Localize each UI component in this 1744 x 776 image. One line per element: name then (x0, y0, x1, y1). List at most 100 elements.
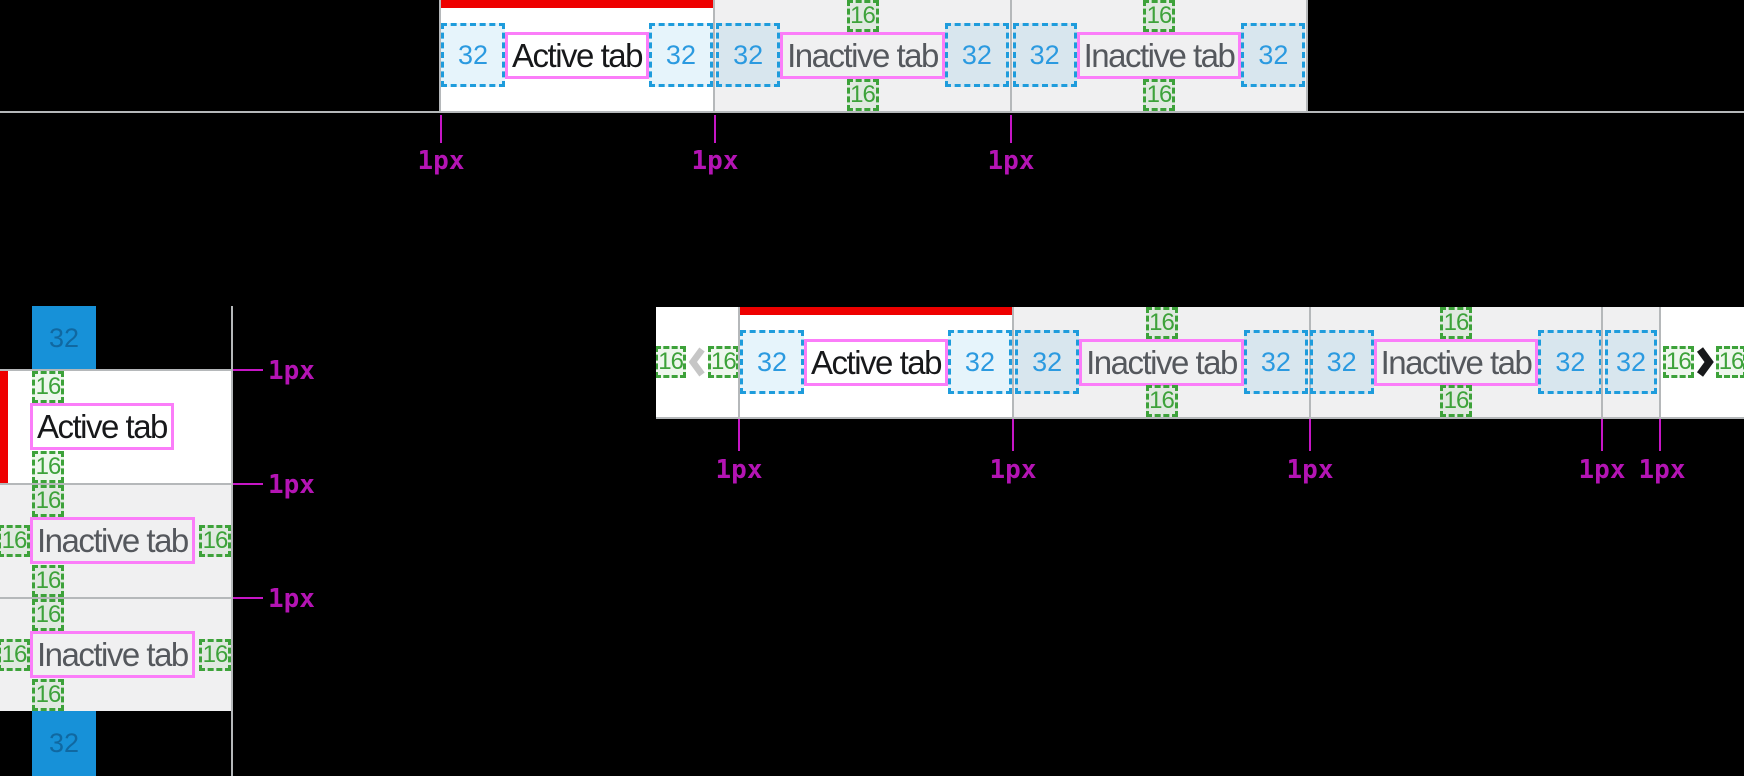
spacing-box-16: 16 (1715, 346, 1744, 378)
spacing-box-16: 16 (32, 451, 64, 483)
tab-content-row: 32 Active tab 32 (740, 330, 1012, 394)
tab-divider (0, 483, 231, 485)
ruler-label-1px: 1px (715, 455, 763, 485)
partial-tab-stub[interactable]: 32 (1603, 307, 1659, 417)
spacing-box-16: 16 (1145, 385, 1178, 417)
spacing-box-32: 32 (1605, 330, 1657, 394)
tab-divider (1012, 307, 1014, 417)
label-bounding-box: Inactive tab (780, 31, 945, 79)
tab-divider (713, 0, 715, 111)
spacing-box-16: 16 (0, 639, 30, 671)
ruler-tick (714, 115, 716, 143)
ruler-label-1px: 1px (1638, 455, 1686, 485)
ruler-tick (1309, 419, 1311, 451)
ruler-tick (233, 597, 263, 599)
spacing-box-16: 16 (846, 79, 879, 111)
scroll-left-button[interactable]: 16 16 (656, 307, 739, 417)
spacing-box-16: 16 (32, 565, 64, 597)
ruler-label-1px: 1px (268, 470, 315, 500)
ruler-tick (233, 483, 263, 485)
tab-inactive-1[interactable]: 16 32 Inactive tab 32 16 (1014, 307, 1309, 417)
spacing-box-32: 32 (648, 23, 713, 87)
spacing-box-16: 16 (656, 346, 686, 378)
ruler-tick (1659, 419, 1661, 451)
chevron-right-icon (1696, 347, 1714, 377)
spacing-box-32: 32 (441, 23, 506, 87)
label-bounding-box: Active tab (30, 403, 174, 450)
list-edge-line (231, 306, 233, 776)
label-bounding-box: Inactive tab (1373, 338, 1539, 386)
vertical-tab-list: 16 Active tab 16 16 16 Inactive tab 16 1… (0, 371, 231, 776)
tab-content-row: 32 Inactive tab 32 (1014, 330, 1309, 394)
spacing-box-32: 32 (740, 330, 805, 394)
spacing-box-16: 16 (32, 679, 64, 711)
tab-active[interactable]: 32 Active tab 32 (740, 307, 1012, 417)
ruler-label-1px: 1px (268, 356, 315, 386)
active-indicator-bar (740, 307, 1012, 315)
bar-bottom-border (656, 417, 1744, 419)
tab-content-row: 32 Inactive tab 32 (1309, 330, 1603, 394)
spacing-box-32: 32 (944, 23, 1009, 87)
spacing-box-16: 16 (32, 371, 64, 403)
tab-inactive-1[interactable]: 16 32 Inactive tab 32 16 (715, 0, 1010, 111)
tab-active[interactable]: 32 Active tab 32 (441, 0, 713, 111)
ruler-label-1px: 1px (1578, 455, 1626, 485)
ruler-tick (738, 419, 740, 451)
spacing-box-32: 32 (716, 23, 781, 87)
ruler-label-1px: 1px (989, 455, 1037, 485)
margin-block-32: 32 (32, 306, 96, 370)
label-bounding-box: Active tab (505, 31, 649, 79)
active-indicator-bar (441, 0, 713, 8)
tab-inactive-2[interactable]: 16 32 Inactive tab 32 16 (1012, 0, 1306, 111)
active-indicator-bar-vertical (0, 371, 8, 483)
tab-content-row: 32 Inactive tab 32 (1012, 23, 1306, 87)
ruler-label-1px: 1px (268, 584, 315, 614)
spacing-box-16: 16 (199, 639, 231, 671)
overflow-tab-bar: 16 16 32 Active tab 32 16 32 Inactive ta… (656, 307, 1744, 419)
ruler-tick (1010, 115, 1012, 143)
bar-border-right (1306, 0, 1308, 111)
spacing-box-16: 16 (1440, 307, 1472, 339)
spacing-box-32: 32 (1012, 23, 1077, 87)
spacing-box-16: 16 (708, 346, 739, 378)
spacing-box-16: 16 (1663, 346, 1694, 378)
baseline-divider-line (0, 111, 1744, 113)
label-bounding-box: Inactive tab (1079, 338, 1244, 386)
spacing-box-16: 16 (1440, 385, 1472, 417)
spacing-box-16: 16 (0, 525, 30, 557)
margin-block-32: 32 (32, 711, 96, 776)
tab-divider (1010, 0, 1012, 111)
vertical-tab-active[interactable]: 16 Active tab 16 (0, 371, 231, 483)
spacing-box-32: 32 (1241, 23, 1306, 87)
label-bounding-box: Inactive tab (30, 631, 195, 678)
ruler-label-1px: 1px (691, 146, 739, 176)
list-top-border (0, 369, 233, 371)
spacing-box-16: 16 (1145, 307, 1178, 339)
spacing-box-16: 16 (846, 0, 879, 32)
vertical-tab-inactive-1[interactable]: 16 16 Inactive tab 16 16 (0, 485, 231, 597)
spacing-box-16: 16 (199, 525, 231, 557)
spacing-box-32: 32 (947, 330, 1012, 394)
horizontal-tab-bar: 32 Active tab 32 16 32 Inactive tab 32 1… (439, 0, 1308, 111)
spacing-box-32: 32 (1243, 330, 1308, 394)
tab-content-row: 32 Active tab 32 (441, 23, 713, 87)
label-bounding-box: Active tab (804, 338, 948, 386)
spacing-box-16: 16 (32, 485, 64, 517)
tab-inactive-2[interactable]: 16 32 Inactive tab 32 16 (1309, 307, 1603, 417)
vertical-tab-inactive-2[interactable]: 16 16 Inactive tab 16 16 (0, 599, 231, 711)
label-bounding-box: Inactive tab (1076, 31, 1242, 79)
spacing-box-32: 32 (1538, 330, 1603, 394)
ruler-tick (1601, 419, 1603, 451)
label-bounding-box: Inactive tab (30, 517, 195, 564)
scroll-right-button[interactable]: 16 16 (1661, 307, 1744, 417)
tab-divider (1659, 307, 1661, 417)
spacing-box-16: 16 (1143, 79, 1175, 111)
bar-border-left (439, 0, 441, 111)
spacing-box-16: 16 (32, 599, 64, 631)
ruler-tick (233, 369, 263, 371)
ruler-label-1px: 1px (417, 146, 465, 176)
chevron-left-icon (688, 347, 705, 377)
spacing-box-16: 16 (1143, 0, 1175, 32)
spacing-box-32: 32 (1309, 330, 1374, 394)
